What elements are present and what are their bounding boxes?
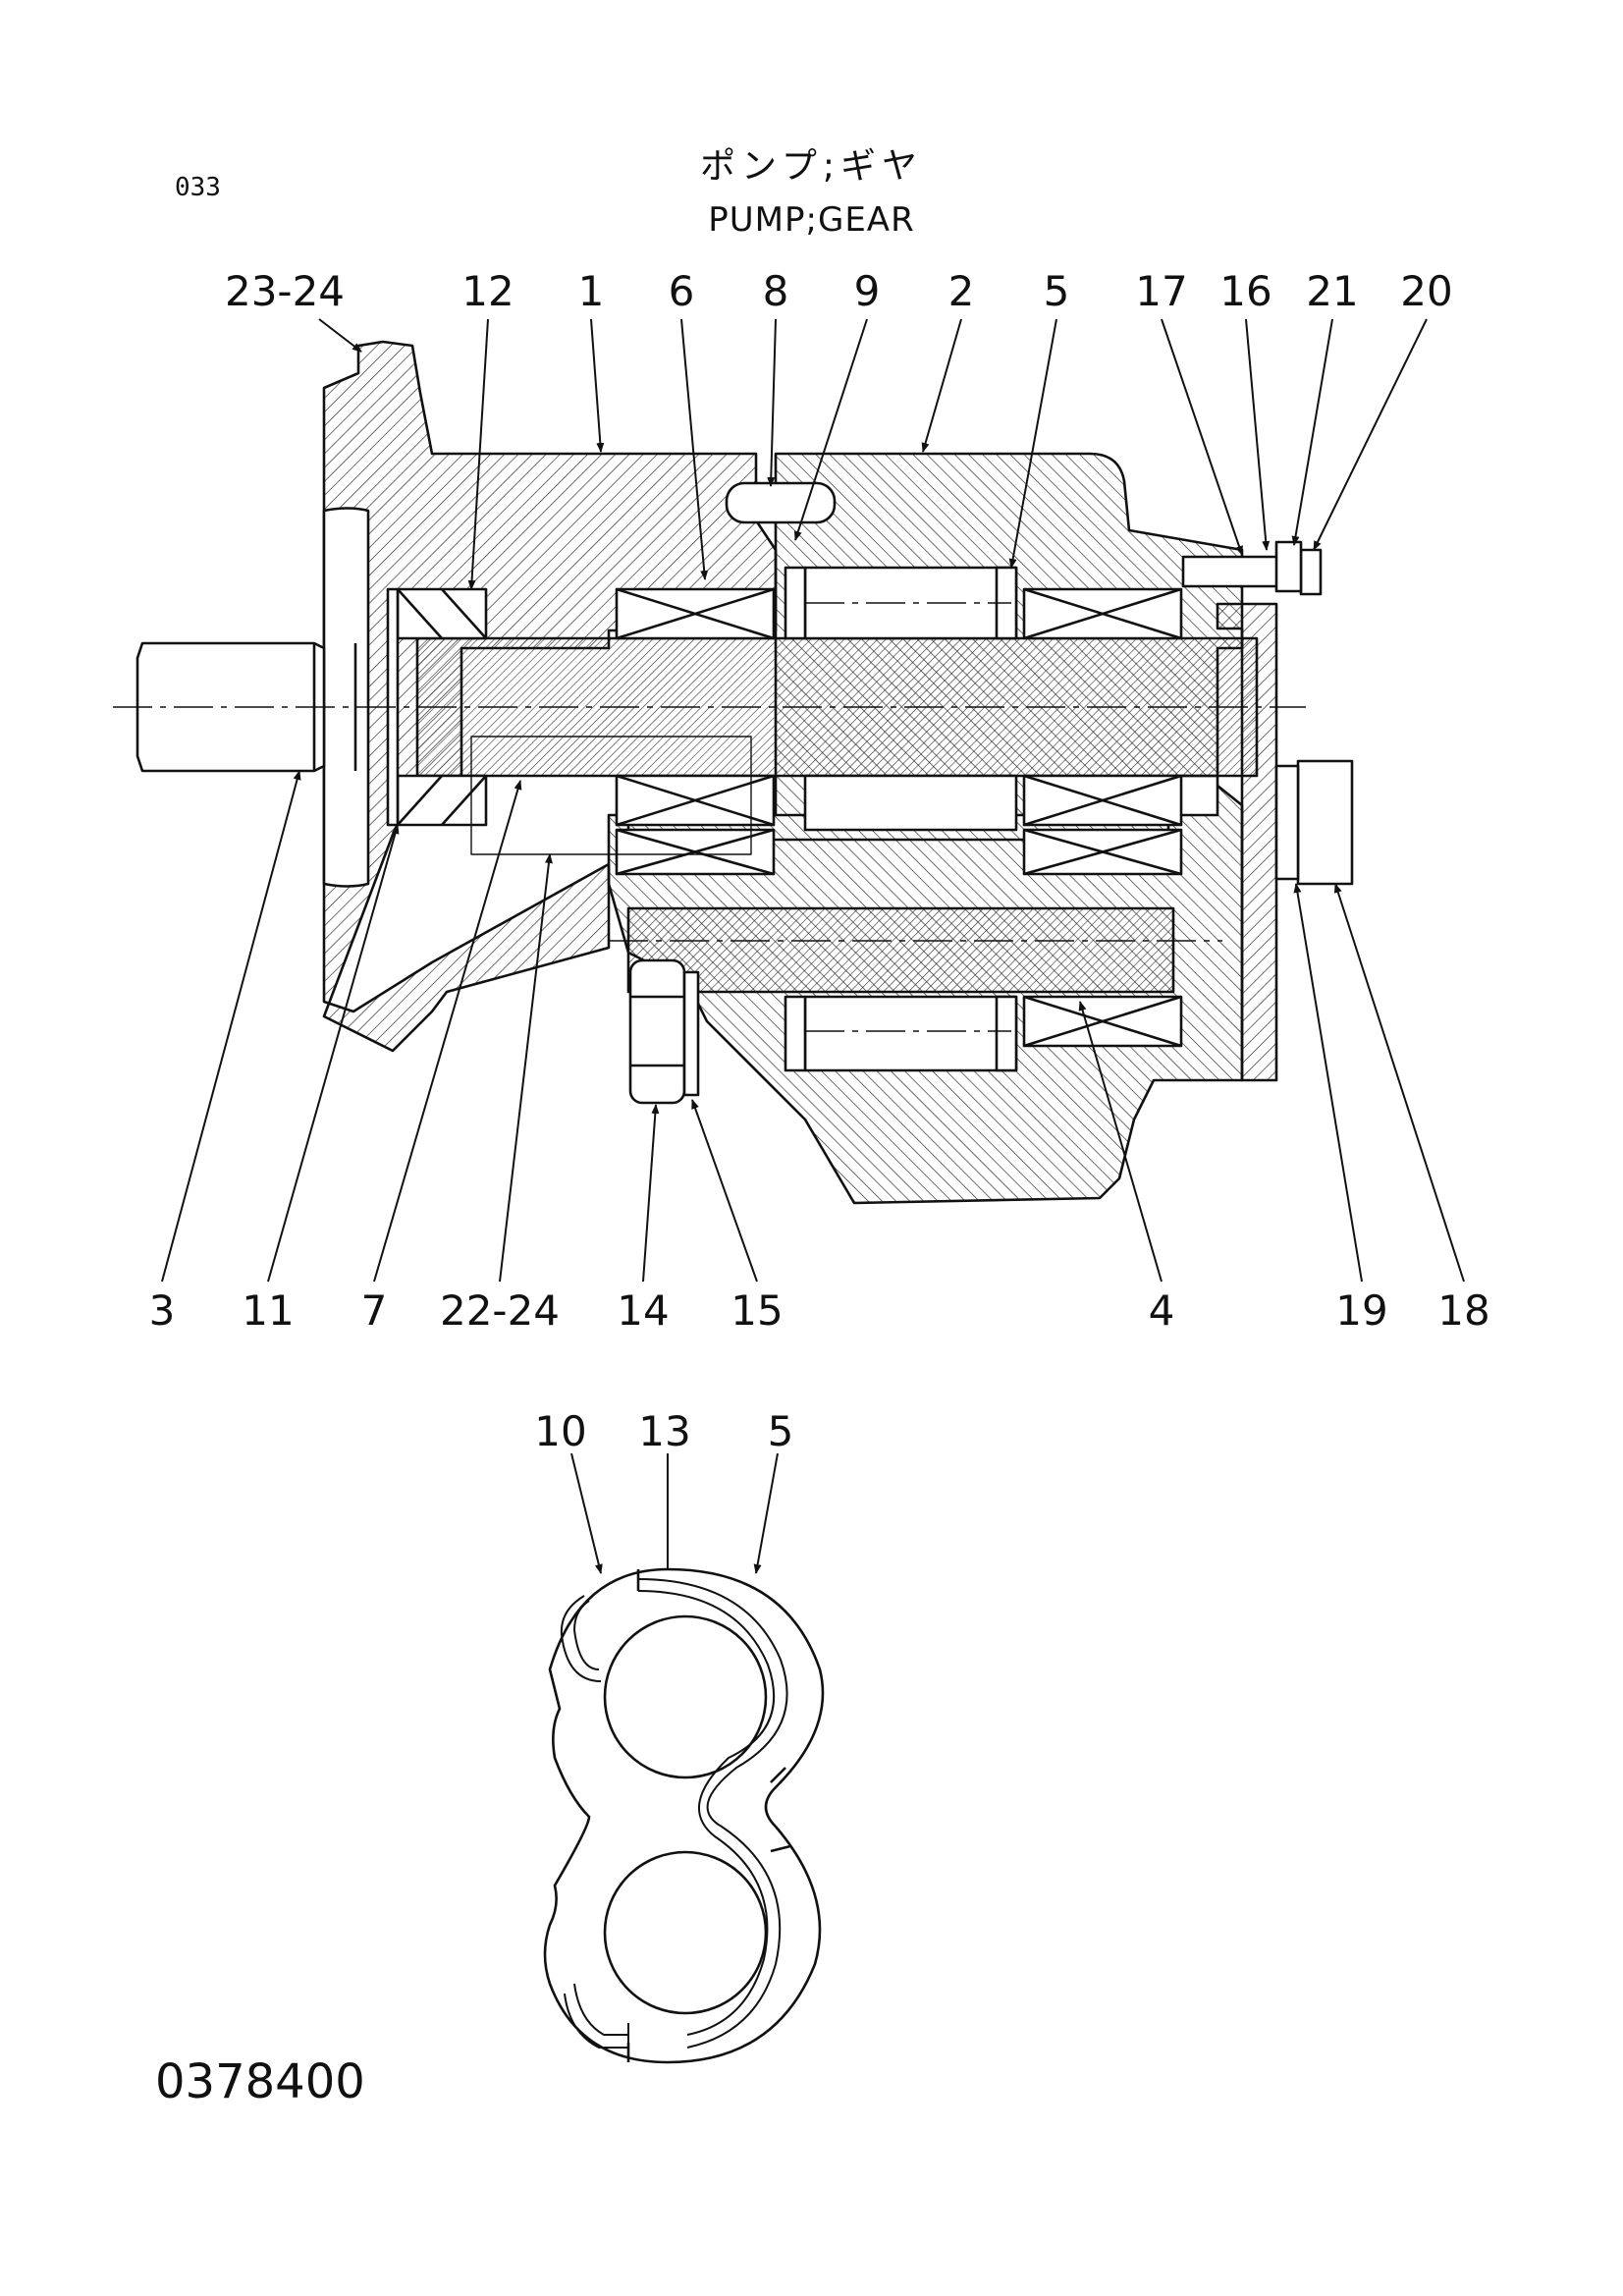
callout-15: 15 bbox=[730, 1286, 784, 1335]
cover-bolt bbox=[1181, 540, 1323, 596]
callout-11: 11 bbox=[242, 1286, 295, 1335]
driven-shaft bbox=[626, 906, 1175, 994]
callout-6: 6 bbox=[668, 267, 695, 315]
drawing-number: 0378400 bbox=[155, 2054, 365, 2109]
leader-lines bbox=[161, 318, 1465, 1592]
bearings bbox=[615, 587, 1183, 1048]
plug-washer bbox=[1274, 764, 1300, 881]
page-code: 033 bbox=[175, 173, 221, 202]
callout-17: 17 bbox=[1135, 267, 1188, 315]
callout-8: 8 bbox=[762, 267, 789, 315]
callout-4: 4 bbox=[1148, 1286, 1175, 1335]
hex-bolt bbox=[628, 958, 700, 1105]
callout-22-24: 22-24 bbox=[439, 1286, 561, 1335]
callout-21: 21 bbox=[1306, 267, 1359, 315]
dowel-pin bbox=[725, 481, 837, 524]
callout-18: 18 bbox=[1437, 1286, 1490, 1335]
callout-19: 19 bbox=[1335, 1286, 1388, 1335]
callout-23-24: 23-24 bbox=[224, 267, 346, 315]
mounting-flange bbox=[322, 507, 370, 888]
title-english: PUMP;GEAR bbox=[708, 200, 915, 240]
callout-5: 5 bbox=[1043, 267, 1070, 315]
title-japanese: ポンプ;ギヤ bbox=[699, 146, 924, 187]
callout-2: 2 bbox=[947, 267, 975, 315]
callout-9: 9 bbox=[853, 267, 881, 315]
callout-1: 1 bbox=[577, 267, 605, 315]
callout-3: 3 bbox=[148, 1286, 176, 1335]
cutaway-box bbox=[470, 736, 752, 855]
callout-16: 16 bbox=[1219, 267, 1272, 315]
callout-5-detail: 5 bbox=[767, 1407, 794, 1455]
callout-7: 7 bbox=[360, 1286, 388, 1335]
side-plate-detail bbox=[543, 1567, 825, 2064]
callout-12: 12 bbox=[461, 267, 514, 315]
callout-20: 20 bbox=[1400, 267, 1453, 315]
callout-14: 14 bbox=[617, 1286, 670, 1335]
callout-13: 13 bbox=[638, 1407, 691, 1455]
center-lines bbox=[113, 602, 1306, 1032]
callout-10: 10 bbox=[534, 1407, 587, 1455]
plug bbox=[1296, 759, 1354, 886]
rear-cover bbox=[1216, 602, 1278, 1082]
